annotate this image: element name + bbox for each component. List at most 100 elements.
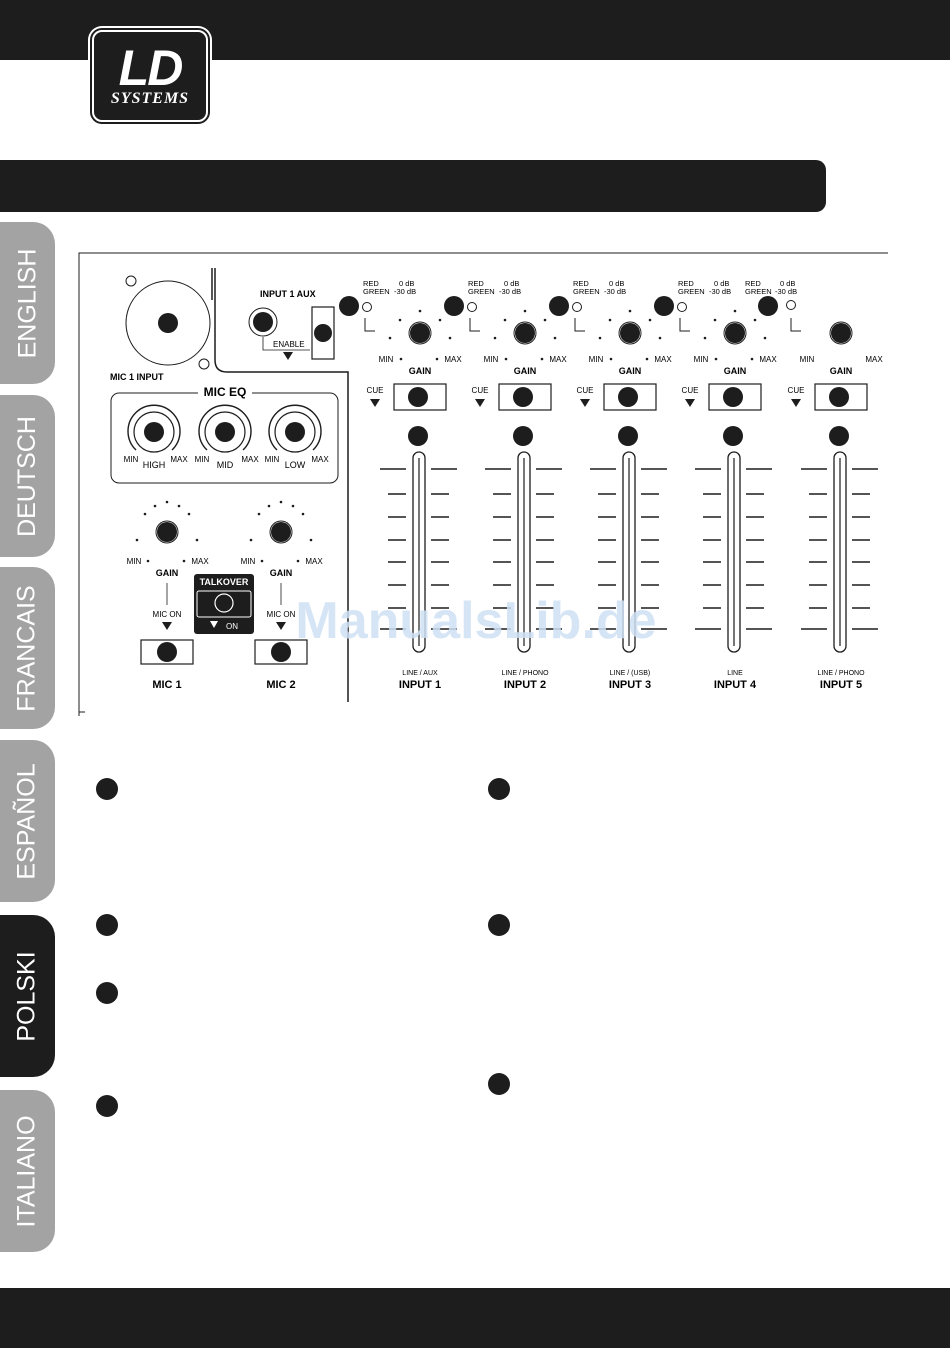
callout-bullet (96, 982, 118, 1004)
scale-dot (435, 357, 439, 361)
led-bracket (679, 318, 690, 332)
tab-polski[interactable]: POLSKI (0, 915, 55, 1077)
scale-dot (493, 336, 497, 340)
led-30db-label: -30 dB (775, 287, 797, 296)
screw-hole (198, 358, 210, 370)
scale-dot (733, 309, 737, 313)
scale-dot (291, 504, 295, 508)
callout-bullet (96, 1095, 118, 1117)
gain-max-label: MAX (654, 355, 672, 364)
signal-led (786, 300, 796, 310)
callout-bullet (96, 914, 118, 936)
scale-dot (398, 318, 402, 322)
input-type-label: LINE / PHONO (817, 670, 865, 677)
callout-marker (831, 323, 851, 343)
scale-dot (399, 357, 403, 361)
scale-dot (648, 318, 652, 322)
callout-bullet (488, 914, 510, 936)
gain-label: GAIN (270, 568, 293, 578)
input-channel-label: INPUT 4 (714, 679, 757, 691)
gain-label: GAIN (156, 568, 179, 578)
led-red-label: RED (573, 279, 589, 288)
led-green-label: GREEN (678, 287, 705, 296)
led-bracket (469, 318, 480, 332)
mic-on-arrow-icon (276, 622, 286, 630)
gain-max-label: MAX (191, 557, 209, 566)
cue-label: CUE (577, 386, 594, 395)
scale-dot (309, 538, 313, 542)
led-red-label: RED (745, 279, 761, 288)
gain-label: GAIN (514, 366, 537, 376)
cue-label: CUE (682, 386, 699, 395)
callout-marker (271, 522, 291, 542)
led-green-label: GREEN (573, 287, 600, 296)
scale-dot (598, 336, 602, 340)
talkover-arrow-icon (210, 621, 218, 628)
mic-on-label: MIC ON (153, 610, 182, 619)
scale-dot (388, 336, 392, 340)
eq-band-label: LOW (285, 460, 306, 470)
callout-marker (618, 426, 638, 446)
tab-francais[interactable]: FRANCAIS (0, 567, 55, 729)
tab-italiano[interactable]: ITALIANO (0, 1090, 55, 1252)
section-divider (214, 268, 349, 702)
scale-dot (448, 336, 452, 340)
gain-min-label: MIN (589, 355, 604, 364)
eq-band-label: HIGH (143, 460, 166, 470)
watermark-text: ManualsLib.de (295, 592, 656, 650)
led-green-label: GREEN (745, 287, 772, 296)
tab-english[interactable]: ENGLISH (0, 222, 55, 384)
scale-dot (153, 504, 157, 508)
callout-marker (253, 312, 273, 332)
gain-label: GAIN (830, 366, 853, 376)
scale-dot (418, 309, 422, 313)
scale-dot (553, 336, 557, 340)
eq-max-label: MAX (170, 455, 188, 464)
callout-marker (408, 387, 428, 407)
scale-dot (195, 538, 199, 542)
scale-dot (301, 512, 305, 516)
panel-frame (78, 252, 888, 716)
scale-dot (143, 512, 147, 516)
eq-band-label: MID (217, 460, 234, 470)
scale-dot (753, 318, 757, 322)
led-red-label: RED (363, 279, 379, 288)
scale-dot (249, 538, 253, 542)
callout-marker (725, 323, 745, 343)
scale-dot (135, 538, 139, 542)
scale-dot (645, 357, 649, 361)
callout-marker (410, 323, 430, 343)
callout-marker (215, 422, 235, 442)
scale-dot (503, 318, 507, 322)
led-0db-label: 0 dB (504, 279, 519, 288)
tab-espanol[interactable]: ESPAÑOL (0, 740, 55, 902)
callout-marker (144, 422, 164, 442)
scale-dot (267, 504, 271, 508)
gain-max-label: MAX (444, 355, 462, 364)
screw-hole (125, 275, 137, 287)
talkover-button[interactable] (196, 590, 252, 618)
scale-dot (187, 512, 191, 516)
signal-led (362, 302, 372, 312)
scale-dot (504, 357, 508, 361)
cue-arrow-icon (475, 399, 485, 407)
scale-dot (165, 500, 169, 504)
scale-dot (703, 336, 707, 340)
led-bracket (790, 318, 801, 332)
callout-marker (339, 296, 359, 316)
input1-aux-label: INPUT 1 AUX (260, 289, 316, 299)
led-0db-label: 0 dB (714, 279, 729, 288)
enable-arrow-icon (283, 352, 293, 360)
scale-dot (609, 357, 613, 361)
cue-label: CUE (367, 386, 384, 395)
led-0db-label: 0 dB (399, 279, 414, 288)
input-type-label: LINE (727, 670, 743, 677)
tab-deutsch[interactable]: DEUTSCH (0, 395, 55, 557)
callout-marker (654, 296, 674, 316)
talkover-on-label: ON (226, 622, 238, 631)
led-0db-label: 0 dB (609, 279, 624, 288)
cue-label: CUE (472, 386, 489, 395)
led-red-label: RED (468, 279, 484, 288)
